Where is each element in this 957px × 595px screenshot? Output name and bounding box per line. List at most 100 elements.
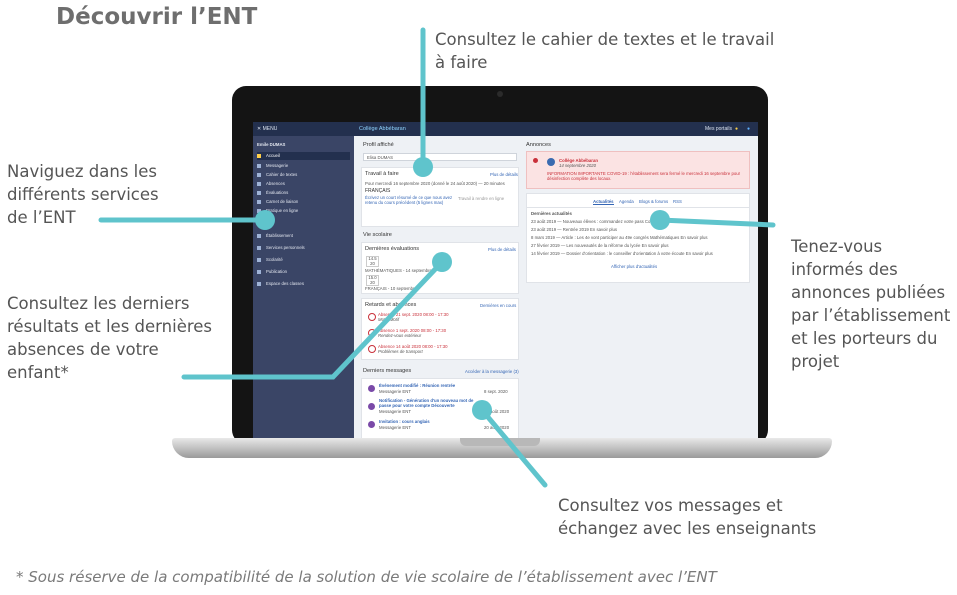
laptop-notch bbox=[460, 438, 540, 446]
camera-dot bbox=[497, 91, 503, 97]
alert-text: INFORMATION IMPORTANTE COVID-19 : l'étab… bbox=[547, 171, 741, 181]
plus-icon bbox=[257, 233, 261, 238]
message-2-date: 14 août 2020 bbox=[484, 409, 510, 414]
absence-3-reason: Problèmes de transport bbox=[378, 349, 423, 354]
portal-menu[interactable]: Mes portails bbox=[705, 126, 732, 132]
news-item[interactable]: 8 mars 2019 — Article : Les 4e vont part… bbox=[531, 235, 708, 240]
travail-details-link[interactable]: Plus de détails bbox=[490, 172, 518, 177]
messages-card: Événement modifié : Réunion rentrée Mess… bbox=[361, 378, 519, 438]
message-1-title[interactable]: Événement modifié : Réunion rentrée bbox=[379, 383, 456, 388]
retards-card: Retards et absences Dernières en cours A… bbox=[361, 298, 519, 360]
annonces-title: Annonces bbox=[526, 142, 551, 148]
tab-actualites[interactable]: Actualités bbox=[593, 199, 614, 205]
travail-task[interactable]: Écrivez un court résumé de ce que nous a… bbox=[365, 195, 453, 205]
absence-icon bbox=[368, 313, 376, 321]
annotation-resultats: Consultez les derniers résultats et les … bbox=[7, 294, 213, 382]
news-more-link[interactable]: Afficher plus d'actualités bbox=[611, 264, 658, 269]
travail-title: Travail à faire bbox=[365, 171, 399, 177]
mail-icon bbox=[257, 163, 261, 168]
home-icon bbox=[257, 153, 261, 158]
retards-title: Retards et absences bbox=[365, 302, 417, 308]
news-item[interactable]: 14 février 2019 — Dossier d'orientation … bbox=[531, 251, 713, 256]
help-icon[interactable]: ● bbox=[747, 126, 751, 132]
callout-dot-cahier bbox=[413, 157, 433, 177]
callout-line-messages bbox=[479, 407, 548, 488]
plus-icon bbox=[257, 257, 261, 262]
school-name[interactable]: Collège Abbébaran bbox=[359, 126, 406, 132]
sidebar-section-etablissement[interactable]: Établissement bbox=[257, 232, 350, 240]
travail-line: Pour mercredi 16 septembre 2020 (donné l… bbox=[365, 181, 505, 186]
tab-agenda[interactable]: Agenda bbox=[619, 199, 634, 204]
ent-topbar: ✕ MENU Collège Abbébaran Mes portails ● … bbox=[253, 122, 758, 136]
chart-icon bbox=[257, 190, 261, 195]
sidebar-section-classes[interactable]: Espace des classes bbox=[257, 280, 350, 288]
ent-sidebar: Emile DUMAS Accueil Messagerie Cahier de… bbox=[253, 136, 354, 438]
ent-screen: ✕ MENU Collège Abbébaran Mes portails ● … bbox=[253, 122, 758, 438]
callout-dot-messages bbox=[472, 400, 492, 420]
vie-title: Vie scolaire bbox=[363, 232, 392, 238]
absence-1-title[interactable]: Absence 21 sept. 2020 08:00 - 17:30 bbox=[378, 312, 449, 317]
message-3-from: Messagerie ENT bbox=[379, 425, 411, 430]
sidebar-item-evaluations[interactable]: Évaluations bbox=[257, 189, 350, 197]
messages-link[interactable]: Accéder à la messagerie (3) bbox=[465, 369, 519, 374]
callout-dot-resultats bbox=[432, 252, 452, 272]
news-item[interactable]: 23 août 2019 — Nouveaux élèves : command… bbox=[531, 219, 660, 224]
sidebar-item-accueil[interactable]: Accueil bbox=[257, 152, 350, 160]
callout-line-resultats bbox=[181, 259, 445, 380]
news-item[interactable]: 23 août 2019 — Rentrée 2019 En savoir pl… bbox=[531, 227, 617, 232]
absence-3-title[interactable]: Absence 14 août 2020 08:00 - 17:30 bbox=[378, 344, 448, 349]
sidebar-section-publication[interactable]: Publication bbox=[257, 268, 350, 276]
sidebar-section-scolarite[interactable]: Scolarité bbox=[257, 256, 350, 264]
travail-subject: FRANÇAIS bbox=[365, 188, 391, 194]
message-avatar bbox=[368, 385, 375, 392]
message-avatar bbox=[368, 403, 375, 410]
menu-toggle[interactable]: ✕ MENU bbox=[257, 126, 278, 132]
message-avatar bbox=[368, 421, 375, 428]
message-1-from: Messagerie ENT bbox=[379, 389, 411, 394]
profile-select[interactable]: Elisa DUMAS bbox=[363, 153, 517, 161]
callout-line-annonces bbox=[657, 217, 776, 228]
message-2-title[interactable]: Notification - Génération d'un nouveau m… bbox=[379, 398, 474, 408]
absence-2-title[interactable]: Absence 1 sept. 2020 08:00 - 17:30 bbox=[378, 328, 447, 333]
news-item[interactable]: 27 février 2019 — Les nouveautés de la r… bbox=[531, 243, 669, 248]
evals-title: Dernières évaluations bbox=[365, 246, 420, 252]
tabs-divider bbox=[527, 207, 749, 208]
travail-check[interactable]: Travail à rendre en ligne bbox=[458, 196, 505, 201]
alert-icon bbox=[533, 158, 538, 163]
globe-icon bbox=[257, 208, 261, 213]
sidebar-item-cahier[interactable]: Cahier de textes bbox=[257, 171, 350, 179]
callout-dot-services bbox=[255, 210, 275, 230]
tab-blogs[interactable]: Blogs & forums bbox=[639, 199, 669, 204]
messages-title: Derniers messages bbox=[363, 368, 412, 374]
annotation-cahier: Consultez le cahier de textes et le trav… bbox=[435, 30, 775, 72]
tab-rss[interactable]: RSS bbox=[673, 199, 682, 204]
sidebar-item-carnet[interactable]: Carnet de liaison bbox=[257, 198, 350, 206]
sidebar-section-services[interactable]: Services personnels bbox=[257, 244, 350, 252]
absence-2-reason: Rendez-vous extérieur bbox=[378, 333, 422, 338]
alert-box: Collège Abbébaran 14 septembre 2020 INFO… bbox=[526, 151, 750, 189]
sidebar-item-pratique[interactable]: Pratique en ligne bbox=[257, 207, 350, 215]
absence-icon bbox=[368, 345, 376, 353]
profile-title: Profil affiché bbox=[363, 142, 394, 148]
evals-card: Dernières évaluations Plus de détails 14… bbox=[361, 242, 519, 294]
alert-date: 14 septembre 2020 bbox=[559, 163, 597, 168]
user-name: Emile DUMAS bbox=[257, 142, 286, 147]
footnote: * Sous réserve de la compatibilité de la… bbox=[16, 568, 717, 586]
message-3-title[interactable]: Invitation : cours anglais bbox=[379, 419, 430, 424]
sidebar-item-absences[interactable]: Absences bbox=[257, 180, 350, 188]
news-header: Dernières actualités bbox=[531, 211, 572, 216]
sidebar-item-messagerie[interactable]: Messagerie bbox=[257, 162, 350, 170]
bell-icon[interactable]: ● bbox=[735, 126, 739, 132]
evals-details-link[interactable]: Plus de détails bbox=[488, 247, 516, 252]
eval1-subject: MATHÉMATIQUES - 14 septembre bbox=[365, 268, 432, 273]
retards-link[interactable]: Dernières en cours bbox=[480, 303, 517, 308]
plus-icon bbox=[257, 281, 261, 286]
annotation-messages: Consultez vos messages et échangez avec … bbox=[558, 496, 817, 538]
plus-icon bbox=[257, 245, 261, 250]
page-title: Découvrir l’ENT bbox=[56, 4, 258, 30]
user-icon bbox=[257, 181, 261, 186]
laptop-base bbox=[172, 438, 832, 458]
